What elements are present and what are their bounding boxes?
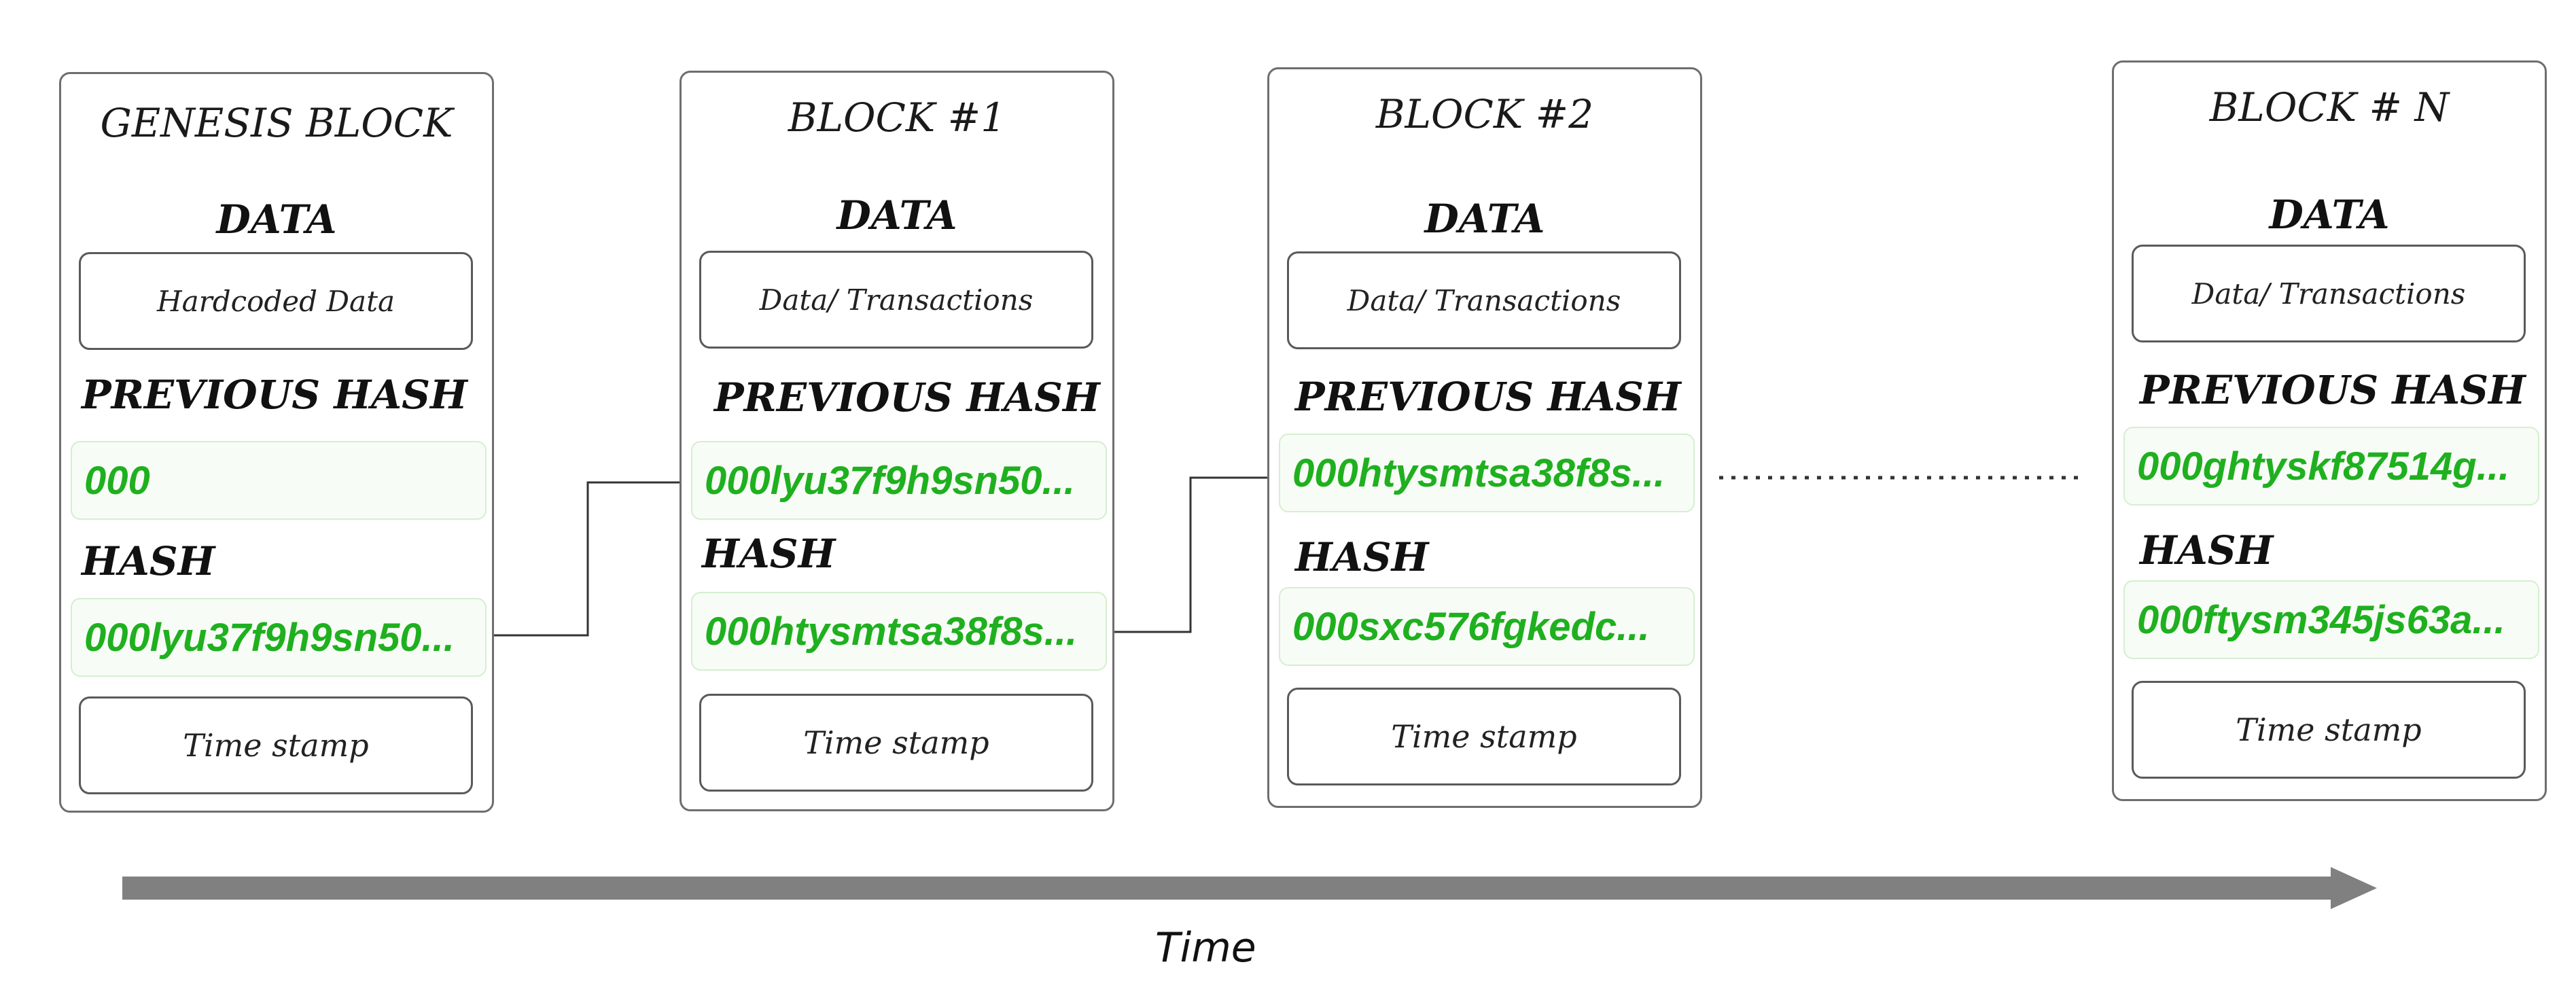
hash-value: 000htysmtsa38f8s... (705, 609, 1078, 654)
timestamp-box: Time stamp (2132, 681, 2526, 779)
data-label: DATA (216, 196, 337, 243)
data-box: Data/ Transactions (2132, 245, 2526, 342)
previous-hash-value: 000ghtyskf87514g... (2137, 444, 2510, 489)
block-2: BLOCK #2 DATA Data/ Transactions PREVIOU… (1267, 67, 1702, 808)
previous-hash-value: 000 (84, 458, 150, 503)
timestamp-label: Time stamp (183, 727, 369, 764)
previous-hash-box: 000 (71, 441, 487, 520)
hash-value: 000lyu37f9h9sn50... (84, 615, 455, 660)
block-n: BLOCK # N DATA Data/ Transactions PREVIO… (2112, 60, 2547, 801)
hash-label: HASH (1295, 534, 1429, 580)
hash-box: 000ftysm345js63a... (2123, 580, 2539, 659)
time-axis-label: Time (1155, 924, 1256, 972)
data-label: DATA (1424, 196, 1545, 242)
data-box: Data/ Transactions (699, 251, 1093, 349)
data-value: Data/ Transactions (759, 283, 1034, 317)
data-value: Data/ Transactions (1347, 283, 1621, 317)
hash-box: 000sxc576fgkedc... (1279, 587, 1695, 666)
time-arrow-head (2331, 867, 2377, 909)
previous-hash-value: 000lyu37f9h9sn50... (705, 458, 1075, 503)
block-title: BLOCK #2 (1375, 91, 1594, 137)
previous-hash-label: PREVIOUS HASH (2140, 367, 2526, 413)
block-title: BLOCK #1 (788, 94, 1006, 141)
previous-hash-value: 000htysmtsa38f8s... (1292, 450, 1665, 495)
hash-value: 000ftysm345js63a... (2137, 597, 2505, 642)
chain-link-block1-to-block2 (1112, 476, 1269, 633)
previous-hash-box: 000htysmtsa38f8s... (1279, 434, 1695, 512)
timestamp-label: Time stamp (2236, 711, 2422, 748)
timestamp-box: Time stamp (1287, 688, 1681, 785)
data-label: DATA (836, 192, 957, 238)
block-title: BLOCK # N (2209, 84, 2450, 130)
block-title: GENESIS BLOCK (100, 100, 453, 146)
previous-hash-label: PREVIOUS HASH (1295, 374, 1681, 420)
timestamp-label: Time stamp (803, 724, 989, 761)
hash-box: 000htysmtsa38f8s... (691, 592, 1107, 671)
timestamp-box: Time stamp (79, 696, 473, 794)
timestamp-label: Time stamp (1391, 718, 1577, 755)
previous-hash-box: 000ghtyskf87514g... (2123, 427, 2539, 506)
hash-value: 000sxc576fgkedc... (1292, 604, 1650, 649)
block-1: BLOCK #1 DATA Data/ Transactions PREVIOU… (680, 71, 1114, 811)
data-value: Data/ Transactions (2191, 277, 2466, 311)
previous-hash-box: 000lyu37f9h9sn50... (691, 441, 1107, 520)
hash-label: HASH (702, 531, 836, 577)
hash-box: 000lyu37f9h9sn50... (71, 598, 487, 677)
time-arrow-shaft (122, 877, 2337, 900)
chain-link-genesis-to-block1 (494, 481, 682, 637)
timestamp-box: Time stamp (699, 694, 1093, 792)
data-box: Hardcoded Data (79, 252, 473, 350)
genesis-block: GENESIS BLOCK DATA Hardcoded Data PREVIO… (59, 72, 494, 813)
data-box: Data/ Transactions (1287, 251, 1681, 349)
data-label: DATA (2269, 192, 2390, 238)
previous-hash-label: PREVIOUS HASH (82, 372, 467, 418)
hash-label: HASH (82, 538, 215, 584)
hash-label: HASH (2140, 527, 2274, 573)
previous-hash-label: PREVIOUS HASH (714, 374, 1100, 421)
data-value: Hardcoded Data (156, 284, 395, 318)
